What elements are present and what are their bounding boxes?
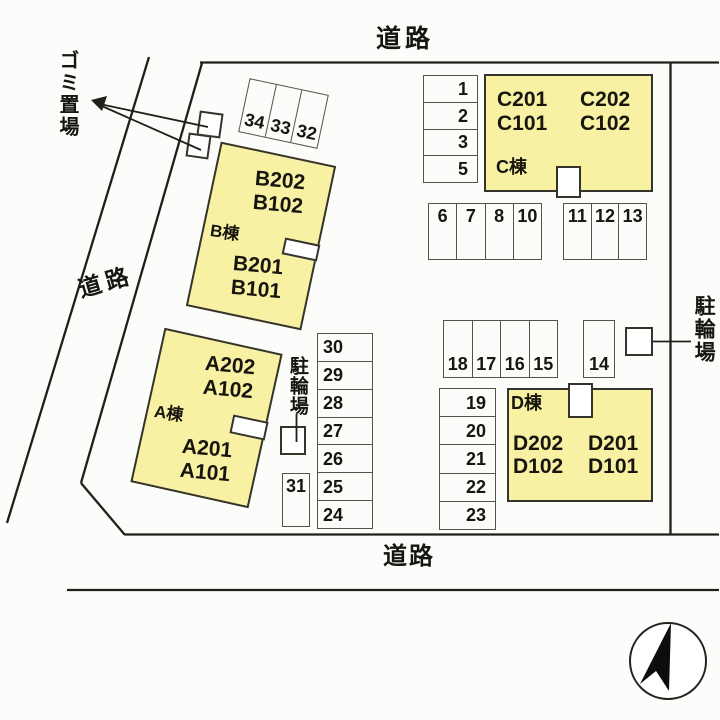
bicycle-parking-center-label: 駐輪場 bbox=[286, 356, 308, 416]
parking-space-18: 18 bbox=[444, 321, 472, 377]
road-label-top: 道路 bbox=[375, 25, 434, 53]
parking-space-13: 13 bbox=[618, 204, 646, 259]
parking-space-19: 19 bbox=[440, 389, 495, 416]
parking-space-number: 17 bbox=[476, 354, 497, 374]
parking-space-30: 30 bbox=[318, 334, 372, 361]
unit-label-c201: C201 bbox=[497, 88, 548, 111]
parking-space-22: 22 bbox=[440, 472, 495, 501]
parking-space-24: 24 bbox=[318, 500, 372, 528]
parking-space-number: 1 bbox=[457, 78, 468, 99]
unit-label-c101: C101 bbox=[497, 112, 548, 135]
parking-space-number: 10 bbox=[517, 206, 538, 226]
parking-group-15-18: 18 17 16 15 bbox=[443, 320, 558, 378]
parking-space-number: 25 bbox=[323, 476, 344, 497]
bicycle-parking-center-box bbox=[280, 426, 306, 455]
building-a-name: A棟 bbox=[152, 402, 185, 425]
parking-space-28: 28 bbox=[318, 388, 372, 417]
parking-space-number: 7 bbox=[465, 206, 476, 226]
parking-space-29: 29 bbox=[318, 360, 372, 389]
compass-north-needle bbox=[640, 623, 671, 691]
parking-space-number: 15 bbox=[533, 354, 554, 374]
unit-label-d201: D201 bbox=[588, 432, 639, 455]
unit-label-c102: C102 bbox=[580, 112, 631, 135]
bicycle-parking-right-box bbox=[625, 327, 653, 356]
parking-space-number: 19 bbox=[465, 392, 486, 413]
parking-space-7: 7 bbox=[456, 204, 484, 259]
north-compass bbox=[629, 622, 707, 700]
parking-space-number: 26 bbox=[323, 448, 344, 469]
parking-space-number: 29 bbox=[323, 365, 344, 386]
road-label-bottom: 道路 bbox=[383, 543, 435, 570]
parking-space-number: 33 bbox=[268, 114, 293, 139]
parking-space-number: 24 bbox=[323, 504, 344, 525]
building-d-entrance bbox=[568, 383, 593, 418]
parking-space-number: 21 bbox=[465, 449, 486, 469]
parking-space-25: 25 bbox=[318, 472, 372, 500]
parking-space-3: 3 bbox=[424, 128, 477, 156]
building-b-upper-units: B202 B102 bbox=[246, 166, 312, 218]
parking-space-number: 8 bbox=[494, 206, 505, 226]
parking-space-number: 16 bbox=[504, 354, 525, 374]
parking-space-12: 12 bbox=[590, 204, 619, 259]
parking-space-number: 27 bbox=[323, 421, 344, 441]
parking-space-number: 13 bbox=[622, 206, 643, 226]
building-a-lower-units: A201 A101 bbox=[173, 434, 239, 486]
building-d-name: D棟 bbox=[511, 393, 542, 413]
parking-group-14: 14 bbox=[583, 320, 615, 378]
building-b-lower-units: B201 B101 bbox=[224, 251, 290, 303]
parking-space-number: 18 bbox=[447, 354, 468, 374]
parking-space-20: 20 bbox=[440, 416, 495, 444]
parking-space-5: 5 bbox=[424, 155, 477, 182]
parking-space-8: 8 bbox=[484, 204, 513, 259]
parking-space-21: 21 bbox=[440, 444, 495, 472]
unit-label-d101: D101 bbox=[588, 455, 639, 478]
building-c-name: C棟 bbox=[496, 157, 527, 177]
parking-space-17: 17 bbox=[471, 321, 501, 377]
parking-space-15: 15 bbox=[528, 321, 558, 377]
unit-label-d202: D202 bbox=[513, 432, 564, 455]
parking-space-number: 14 bbox=[588, 354, 610, 374]
parking-group-24-30: 30 29 28 27 26 25 24 bbox=[317, 333, 373, 529]
parking-space-2: 2 bbox=[424, 101, 477, 129]
parking-space-6: 6 bbox=[429, 204, 456, 259]
building-c-entrance bbox=[556, 166, 581, 198]
parking-space-26: 26 bbox=[318, 444, 372, 472]
parking-space-1: 1 bbox=[424, 76, 477, 102]
parking-space-number: 12 bbox=[594, 206, 616, 226]
parking-space-number: 6 bbox=[437, 206, 448, 226]
parking-space-number: 31 bbox=[285, 476, 307, 496]
unit-label-c202: C202 bbox=[580, 88, 631, 111]
bicycle-parking-right-label: 駐輪場 bbox=[692, 295, 716, 364]
parking-space-number: 3 bbox=[457, 132, 468, 153]
unit-label-d102: D102 bbox=[513, 455, 564, 478]
parking-space-number: 34 bbox=[242, 109, 267, 134]
parking-group-1-5: 1 2 3 5 bbox=[423, 75, 478, 183]
parking-space-11: 11 bbox=[564, 204, 591, 259]
parking-space-number: 23 bbox=[465, 505, 486, 526]
garbage-shed-box-2 bbox=[185, 132, 212, 160]
parking-space-10: 10 bbox=[512, 204, 541, 259]
parking-group-19-23: 19 20 21 22 23 bbox=[439, 388, 496, 530]
parking-space-27: 27 bbox=[318, 416, 372, 445]
parking-space-number: 30 bbox=[323, 337, 344, 358]
parking-group-11-13: 11 12 13 bbox=[563, 203, 647, 260]
parking-space-number: 20 bbox=[465, 420, 486, 441]
parking-space-23: 23 bbox=[440, 500, 495, 529]
parking-space-number: 11 bbox=[567, 206, 587, 226]
site-boundary-corner-cut bbox=[80, 482, 126, 536]
parking-space-16: 16 bbox=[500, 321, 529, 377]
parking-space-31: 31 bbox=[283, 474, 309, 526]
parking-group-31: 31 bbox=[282, 473, 310, 527]
building-b-name: B棟 bbox=[208, 221, 241, 244]
parking-space-number: 22 bbox=[465, 477, 486, 498]
parking-space-number: 5 bbox=[457, 159, 468, 180]
parking-space-number: 2 bbox=[457, 105, 468, 126]
parking-space-number: 28 bbox=[323, 393, 344, 414]
parking-space-14: 14 bbox=[584, 321, 614, 377]
garbage-area-label: ゴミ置場 bbox=[56, 50, 78, 138]
building-a-upper-units: A202 A102 bbox=[195, 351, 263, 403]
parking-space-number: 32 bbox=[294, 120, 319, 145]
